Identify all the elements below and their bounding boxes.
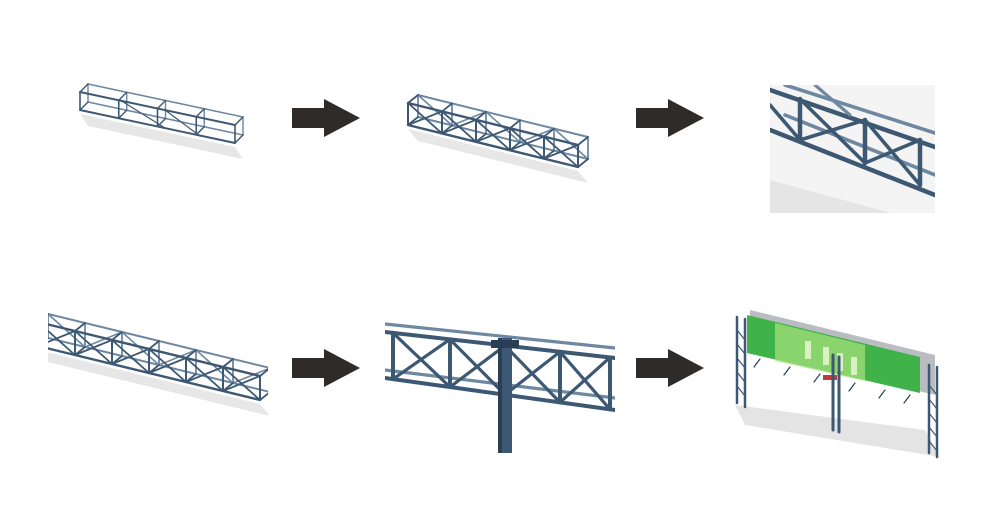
top-strut: [156, 99, 167, 110]
truss-with-diagonals: [406, 94, 589, 183]
logo-badge: [823, 375, 837, 380]
front-diagonal: [148, 357, 187, 374]
diagonal-member: [863, 138, 922, 165]
diagonal-member: [558, 355, 612, 404]
back-top-chord: [417, 94, 589, 138]
back-diagonal: [48, 313, 86, 348]
bottom-chord: [770, 127, 935, 198]
product-bottle: [823, 347, 829, 365]
leg-brace: [928, 426, 938, 438]
top-strut: [74, 322, 86, 332]
top-chord: [770, 87, 935, 150]
lamp-arm: [813, 373, 821, 383]
front-diagonal: [74, 339, 113, 356]
top-strut: [407, 94, 419, 104]
top-strut: [577, 136, 589, 146]
lamp-arm: [903, 394, 911, 404]
bottom-strut: [234, 134, 244, 144]
top-strut: [185, 349, 197, 359]
top-strut: [259, 368, 268, 377]
leg-brace: [928, 398, 938, 410]
product-bottle: [851, 357, 857, 375]
front-diagonal: [475, 127, 511, 143]
bottom-strut: [577, 158, 589, 168]
top-strut: [475, 110, 487, 121]
lamp-arm: [848, 382, 856, 392]
front-diagonal: [222, 375, 261, 392]
arrow-right-icon: [636, 99, 704, 137]
front-diagonal: [441, 118, 477, 135]
front-diagonal: [119, 99, 166, 129]
front-diagonal: [164, 109, 201, 137]
front-diagonal: [543, 144, 579, 160]
diagonal-member: [503, 350, 562, 397]
top-strut: [79, 83, 89, 93]
ground-shadow: [80, 114, 243, 159]
column-edge: [498, 338, 502, 453]
back-diagonal: [195, 349, 234, 384]
back-diagonal: [813, 85, 852, 117]
truss-with-column: [385, 322, 615, 453]
back-top-chord: [783, 85, 935, 135]
lamp-arm: [878, 389, 886, 399]
leg-brace: [928, 384, 938, 396]
bottom-strut: [156, 117, 167, 128]
leg-brace: [736, 343, 746, 355]
top-strut: [111, 331, 123, 341]
ground-shadow: [48, 352, 268, 416]
top-strut: [148, 340, 160, 350]
back-diagonal: [121, 331, 160, 366]
ground-shadow: [408, 129, 588, 183]
leg-brace: [736, 385, 746, 397]
bottom-strut: [259, 392, 268, 401]
arrow-right-icon: [292, 349, 360, 387]
front-diagonal: [48, 330, 76, 343]
front-bottom-chord: [406, 123, 580, 169]
truss-frame-skeleton: [79, 83, 244, 159]
leg-brace: [736, 357, 746, 369]
top-strut: [195, 108, 205, 118]
back-top-chord: [385, 322, 615, 350]
front-diagonal: [185, 366, 224, 383]
top-strut: [234, 116, 244, 126]
top-strut: [543, 127, 555, 138]
back-bottom-chord: [783, 113, 935, 177]
diagonal-member: [798, 118, 867, 142]
top-strut: [509, 119, 521, 130]
column-bracket: [491, 340, 519, 348]
arrow-right-icon: [636, 349, 704, 387]
bottom-strut: [79, 101, 89, 111]
leg-brace: [928, 412, 938, 424]
lamp-arm: [753, 358, 761, 368]
top-strut: [118, 91, 128, 101]
diagonal-member: [448, 343, 507, 389]
front-diagonal: [111, 348, 150, 365]
arrow-right-icon: [292, 99, 360, 137]
front-diagonal: [509, 135, 545, 152]
top-strut: [222, 358, 234, 368]
truss-closeup: [770, 85, 935, 213]
top-strut: [441, 102, 453, 113]
truss-long-section: [48, 313, 268, 416]
bottom-strut: [195, 126, 205, 136]
product-bottle: [805, 341, 811, 359]
ground-shadow: [770, 180, 935, 213]
front-diagonal: [407, 110, 443, 126]
front-top-chord: [406, 101, 580, 147]
lamp-arm: [783, 366, 791, 376]
diagonal-member: [391, 337, 452, 381]
leg-brace: [736, 371, 746, 383]
diagonal-member: [770, 103, 802, 142]
leg-brace: [928, 440, 938, 452]
leg-brace: [736, 329, 746, 341]
finished-billboard: [735, 310, 940, 459]
bottom-strut: [118, 109, 128, 119]
